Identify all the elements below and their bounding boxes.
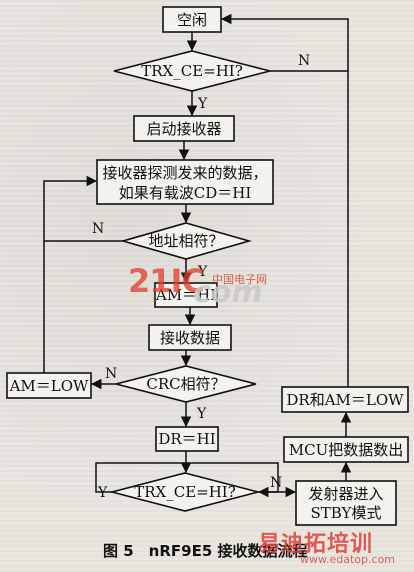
node-receive-data: 接收数据 bbox=[148, 324, 232, 351]
node-detect-carrier: 接收器探测发来的数据， 如果有载波CD＝HI bbox=[96, 159, 274, 205]
node-mcu-read-label: MCU把数据数出 bbox=[289, 441, 403, 459]
node-am-low: AM＝LOW bbox=[6, 372, 92, 399]
edge-trx1-no-to-idle bbox=[220, 13, 349, 72]
node-detect-line1: 接收器探测发来的数据， bbox=[102, 164, 267, 182]
node-receive-data-label: 接收数据 bbox=[160, 329, 220, 347]
node-am-hi: AM＝HI bbox=[154, 282, 218, 308]
figure-caption: 图 5 nRF9E5 接收数据流程 bbox=[103, 542, 308, 560]
edge-label-crc-no: N bbox=[105, 366, 117, 382]
node-dr-am-low-label: DR和AM＝LOW bbox=[286, 391, 404, 409]
edge-address-no-to-detect bbox=[43, 175, 123, 242]
node-dr-am-low: DR和AM＝LOW bbox=[281, 386, 409, 413]
node-dr-hi: DR＝HI bbox=[155, 426, 219, 452]
decision-address-label: 地址相符？ bbox=[148, 232, 223, 250]
watermark-logo-com: com bbox=[193, 275, 263, 310]
node-idle: 空闲 bbox=[162, 6, 222, 33]
edge-label-address-no: N bbox=[92, 221, 104, 237]
decision-crc: CRC相符？ bbox=[115, 365, 257, 403]
decision-trx-ce-2-label: TRX_CE=HI? bbox=[134, 483, 236, 501]
edge-label-trx2-no: N bbox=[270, 475, 282, 491]
node-enter-stby-line1: 发射器进入 bbox=[308, 485, 383, 503]
edge-label-crc-yes: Y bbox=[196, 406, 207, 422]
edge-label-address-yes: Y bbox=[197, 264, 208, 280]
node-dr-hi-label: DR＝HI bbox=[158, 430, 215, 448]
edge-label-trx1-no: N bbox=[298, 53, 310, 69]
node-idle-label: 空闲 bbox=[177, 11, 207, 29]
node-enter-stby-line2: STBY模式 bbox=[311, 504, 382, 522]
watermark-site-cn: 易迪拓培训 bbox=[258, 532, 374, 557]
watermark-logo-cn: 中国电子网 bbox=[212, 273, 267, 286]
decision-crc-label: CRC相符？ bbox=[146, 375, 225, 393]
node-start-receiver: 启动接收器 bbox=[133, 115, 235, 142]
edge-label-trx2-yes: Y bbox=[97, 485, 108, 501]
decision-trx-ce-2: TRX_CE=HI? bbox=[108, 472, 262, 512]
decision-trx-ce-1-label: TRX_CE=HI? bbox=[141, 62, 243, 80]
node-mcu-read: MCU把数据数出 bbox=[283, 436, 409, 463]
decision-trx-ce-1: TRX_CE=HI? bbox=[113, 50, 271, 92]
edge-label-trx1-yes: Y bbox=[197, 96, 208, 112]
watermark-site-url: www.edatop.com bbox=[300, 553, 395, 566]
node-enter-stby: 发射器进入 STBY模式 bbox=[295, 480, 397, 526]
node-am-low-label: AM＝LOW bbox=[9, 377, 89, 395]
decision-address: 地址相符？ bbox=[120, 222, 252, 260]
node-detect-line2: 如果有载波CD＝HI bbox=[119, 184, 252, 202]
node-am-hi-label: AM＝HI bbox=[155, 286, 216, 304]
watermark-logo-number: 21IC bbox=[128, 262, 205, 300]
node-start-receiver-label: 启动接收器 bbox=[146, 120, 221, 138]
